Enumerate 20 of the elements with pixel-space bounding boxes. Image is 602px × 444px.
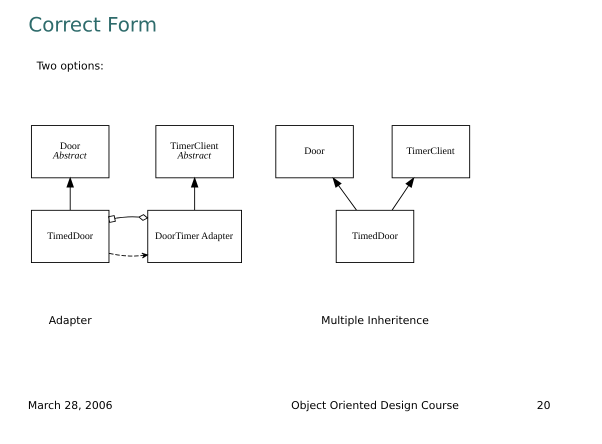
node-box: Door Abstract bbox=[30, 125, 109, 178]
label: March 28, 2006 bbox=[27, 398, 112, 412]
arrow bbox=[66, 176, 74, 211]
diagram-title: Correct Form bbox=[28, 13, 157, 36]
label: Multiple Inheritence bbox=[320, 314, 428, 327]
node-box: TimerClient bbox=[391, 125, 470, 178]
arrow bbox=[190, 176, 198, 211]
label: Adapter bbox=[48, 314, 92, 327]
arrow bbox=[332, 176, 356, 211]
node-box: TimedDoor bbox=[335, 210, 414, 264]
connector bbox=[108, 214, 148, 223]
node-box: Door bbox=[274, 125, 354, 178]
node-box: TimerClient Abstract bbox=[154, 125, 234, 178]
node-box: TimedDoor bbox=[30, 210, 109, 264]
node-box: DoorTimer Adapter bbox=[146, 210, 242, 264]
label: Object Oriented Design Course bbox=[290, 398, 458, 412]
label: 20 bbox=[536, 398, 550, 412]
label: Two options: bbox=[36, 60, 104, 73]
arrow bbox=[391, 176, 414, 211]
arrow bbox=[108, 252, 148, 258]
